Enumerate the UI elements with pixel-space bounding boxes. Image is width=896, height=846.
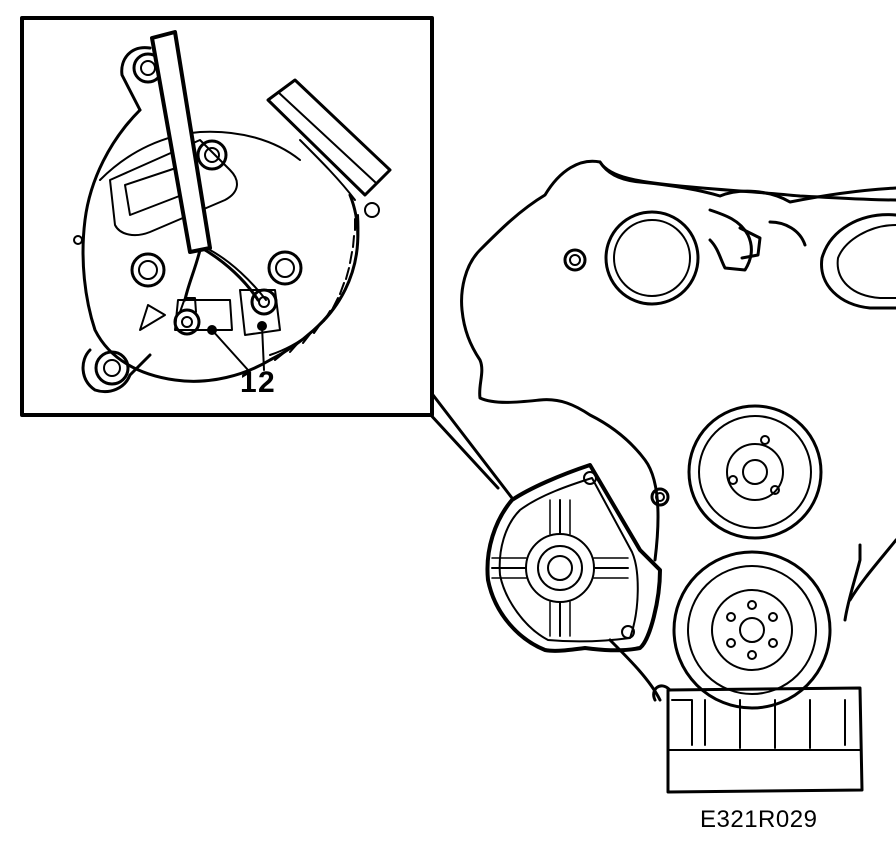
leader-lines <box>426 393 514 500</box>
ring-terminal-2 <box>250 288 278 316</box>
engine-block <box>460 159 896 622</box>
alternator <box>485 463 662 653</box>
callout-number-2: 2 <box>258 366 275 399</box>
callout-number-1: 1 <box>240 366 257 399</box>
ring-terminal-1 <box>173 297 201 336</box>
water-pump-pulley <box>687 404 823 540</box>
crankshaft-pulley <box>672 550 832 710</box>
wiring-harness <box>150 30 267 302</box>
callout-leaders <box>207 321 267 371</box>
figure-reference-code: E321R029 <box>700 806 818 833</box>
oil-pan <box>608 638 864 794</box>
